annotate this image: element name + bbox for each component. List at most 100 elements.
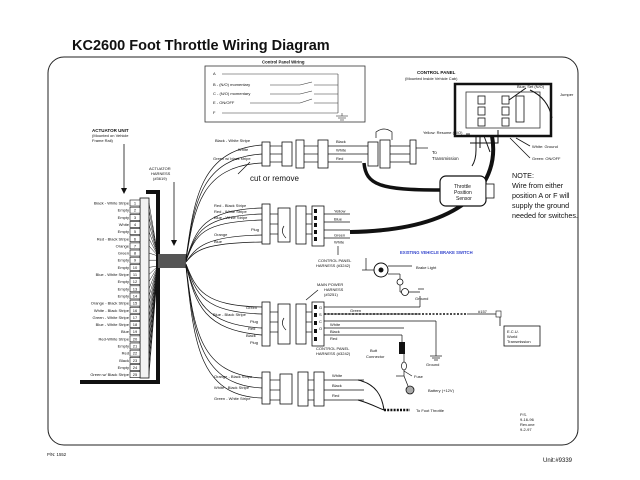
fuse-label: Fuse: [414, 374, 424, 379]
pin-number-box: [129, 221, 141, 228]
part-number: P/N: 1552: [47, 452, 67, 457]
pin-number: 21: [133, 344, 138, 349]
pin-number-box: [129, 206, 141, 214]
main-157-label: #157: [478, 309, 488, 314]
pin-number: 16: [133, 308, 138, 313]
pin-wire: [148, 265, 159, 275]
main-right-red: Red: [330, 336, 337, 341]
cp-harness-2: HARNESS (#3242): [316, 263, 351, 268]
pin-label: Orange: [116, 243, 130, 248]
pin-number: 15: [133, 301, 138, 306]
pin-number-box: [129, 214, 141, 221]
main-wire-green: Green: [246, 305, 257, 310]
pin-number-box: [129, 335, 141, 343]
pin-number-box: [129, 278, 141, 285]
pin-number: 12: [133, 279, 138, 284]
battery-label: Battery (+12V): [428, 388, 455, 393]
tps-label-1: Throttle: [454, 184, 471, 190]
pin-label: Orange - Black Stripe: [91, 301, 130, 306]
pin-label: Blue - White Stripe: [96, 272, 130, 277]
pin-wire: [148, 210, 159, 257]
tps-right-white: White: [336, 148, 347, 153]
pin-wire: [148, 265, 159, 289]
pin-number: 18: [133, 322, 138, 327]
control-panel: CONTROL PANEL (Mounted Inside Vehicle Ca…: [405, 70, 574, 161]
ecu-box: [503, 325, 541, 347]
pin-number: 24: [133, 365, 138, 370]
pin-wire: [148, 265, 159, 282]
pin-label: Blue: [121, 329, 130, 334]
pin-label: Green: [118, 251, 129, 256]
control-panel-subtitle: (Mounted Inside Vehicle Cab): [405, 76, 458, 81]
cp-blue-set: Blue: Set (N/O): [517, 84, 545, 89]
unit-number: Unit:#9339: [543, 458, 573, 464]
cpw-row-c: C - (N/O) momentary: [213, 91, 250, 96]
bottom-right-white: White: [332, 373, 343, 378]
cpw-row-e: E - ON/OFF: [213, 100, 235, 105]
pin-label: Empty: [118, 279, 129, 284]
pin-number-box: [129, 256, 141, 264]
pin-number: 20: [133, 336, 138, 341]
pin-row: Empty 2: [118, 206, 159, 257]
pin-number: 14: [133, 293, 138, 298]
pin-number-box: [129, 328, 141, 336]
pin-label: Empty: [118, 215, 129, 220]
actuator-harness-l3: (#3619): [153, 176, 167, 181]
brake-ground-label: Ground: [415, 296, 428, 301]
pin-number-box: [129, 235, 141, 243]
pin-wire: [148, 265, 159, 268]
cp-plug-label: Plug: [251, 227, 259, 232]
pin-label: Green - White Stripe: [93, 315, 130, 320]
pin-number: 9: [134, 258, 137, 263]
note-l3: position A or F will: [512, 191, 570, 200]
pin-number-box: [129, 285, 141, 293]
diagram-title: KC2600 Foot Throttle Wiring Diagram: [72, 38, 330, 54]
pin-wire: [148, 265, 159, 375]
butt-connector: [399, 342, 405, 354]
ps-l2: 9-16-96: [520, 417, 535, 422]
pin-number-box: [129, 299, 141, 307]
tps-right-black: Black: [336, 139, 346, 144]
control-panel-wiring-box: Control Panel Wiring A B - (N/O) momenta…: [204, 60, 366, 123]
bottom-right-black: Black: [332, 383, 342, 388]
cp-yellow-resume: Yellow: Resume (N/O): [423, 130, 463, 135]
note-l2: Wire from either: [512, 181, 564, 190]
pin-label: White - Black Stripe: [94, 308, 130, 313]
pin-label: White: [119, 222, 130, 227]
pin-number: 2: [134, 208, 137, 213]
main-harness-b-2: HARNESS (#3242): [316, 351, 351, 356]
pin-number: 11: [133, 272, 138, 277]
actuator-unit: ACTUATOR UNIT (Mounted on Vehicle Frame …: [80, 128, 160, 384]
note-box: NOTE: Wire from either position A or F w…: [512, 171, 578, 220]
pin-number-box: [129, 264, 141, 271]
brake-switch: EXISTING VEHICLE BRAKE SWITCH Brake Ligh…: [362, 250, 473, 301]
pin-wire: [148, 231, 159, 257]
pin-label: Empty: [118, 265, 129, 270]
pin-wire: [148, 238, 159, 257]
outer-frame: [47, 56, 579, 446]
ps-l3: Rev.one: [520, 422, 535, 427]
cpw-row-b: B - (N/O) momentary: [213, 82, 250, 87]
actuator-unit-sub2: Frame Rail): [92, 138, 114, 143]
main-pin-c: C: [319, 319, 322, 324]
ps-l4: 9-2-97: [520, 427, 532, 432]
bottom-wire-2: White - Black Stripe: [214, 385, 250, 390]
pin-wire: [148, 265, 159, 297]
main-harness-b-1: CONTROL PANEL: [316, 346, 350, 351]
main-pin-o: O: [319, 326, 322, 331]
actuator-harness-l1: ACTUATOR: [149, 166, 171, 171]
pin-number-box: [129, 349, 141, 357]
to-transmission-1: To: [432, 150, 437, 155]
pin-wire: [148, 217, 159, 257]
ecu-l3: Transmission: [507, 339, 531, 344]
main-wire-blue-black: Blue - Black Stripe: [213, 312, 247, 317]
ecu-l1: E.C.U.: [507, 329, 519, 334]
pin-number-box: [129, 356, 141, 364]
